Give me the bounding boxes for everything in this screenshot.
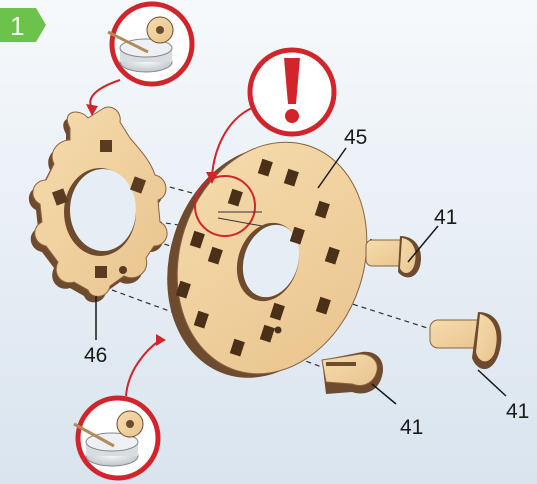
part-41-peg-bottom xyxy=(322,352,383,394)
step-number: 1 xyxy=(10,11,24,42)
label-part-41-top: 41 xyxy=(434,206,457,230)
label-part-45: 45 xyxy=(344,126,367,150)
warning-callout xyxy=(250,50,334,134)
glue-pot-icon xyxy=(117,411,143,437)
glue-pot-icon xyxy=(147,17,173,43)
bottom-glue-callout xyxy=(74,398,158,478)
label-part-41-bottom: 41 xyxy=(400,416,423,440)
label-part-46: 46 xyxy=(84,344,107,368)
step-badge: 1 xyxy=(2,8,46,42)
label-part-41-middle: 41 xyxy=(506,400,529,424)
top-glue-callout xyxy=(108,4,192,84)
